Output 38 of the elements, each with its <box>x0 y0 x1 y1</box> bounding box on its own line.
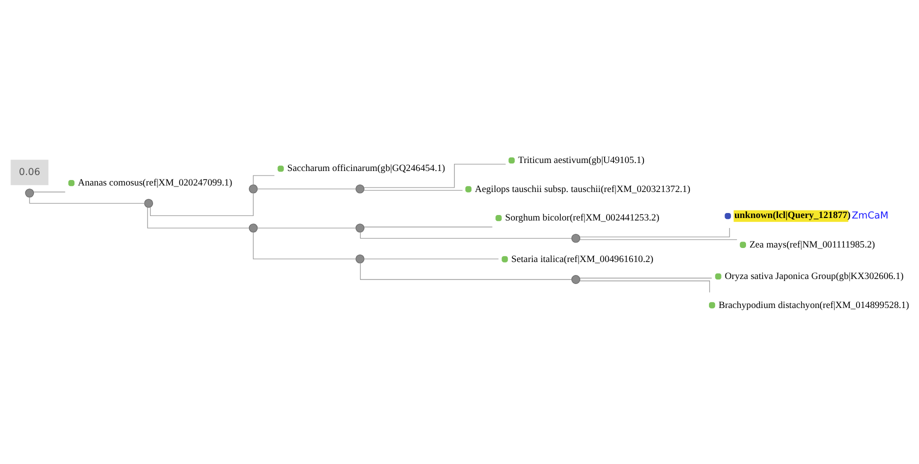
connector <box>364 163 506 188</box>
connector <box>364 189 463 190</box>
node-circle <box>571 274 580 284</box>
node-circle <box>248 223 258 232</box>
connector <box>252 232 356 259</box>
connector <box>580 238 738 240</box>
node-label: Ananas comosus(ref|XM_020247099.1) <box>78 177 232 188</box>
connector <box>257 227 356 228</box>
connector <box>150 192 254 216</box>
connector <box>252 174 275 185</box>
node-label: ZmCaM <box>852 210 888 222</box>
connector <box>580 227 730 237</box>
node-label: Oryza sativa Japonica Group(gb|KX302606.1) <box>724 270 904 282</box>
node-circle <box>356 184 364 193</box>
node-circle <box>356 223 364 232</box>
node-label: Triticum aestivum(gb|U49105.1) <box>518 154 644 166</box>
node-circle <box>144 198 154 208</box>
node-circle <box>356 254 364 263</box>
node-label: Setaria italica(ref|XM_004961610.2) <box>511 253 654 264</box>
node-label: Aegilops tauschii subsp. tauschii(ref|XM_020321372.1) <box>474 183 690 194</box>
node-label: Saccharum officinarum(gb|GQ246454.1) <box>287 162 446 174</box>
connector <box>364 226 493 227</box>
connector <box>257 188 356 189</box>
label: 0.06 <box>18 166 40 178</box>
node-circle <box>571 233 580 242</box>
node-label: Sorghum bicolor(ref|XM_002441253.2) <box>505 212 660 224</box>
connector <box>360 231 572 238</box>
connector <box>33 191 66 192</box>
connector <box>29 196 145 204</box>
connector <box>147 206 250 228</box>
connector <box>360 262 572 280</box>
connector <box>580 280 710 292</box>
connector <box>580 277 712 278</box>
connector <box>364 258 499 259</box>
node-label: Brachypodium distachyon(ref|XM_014899528.1) <box>718 299 910 310</box>
node-circle <box>25 188 34 197</box>
node-circle <box>248 184 258 193</box>
node-label: Zea mays(ref|NM_001111985.2) <box>749 238 875 250</box>
